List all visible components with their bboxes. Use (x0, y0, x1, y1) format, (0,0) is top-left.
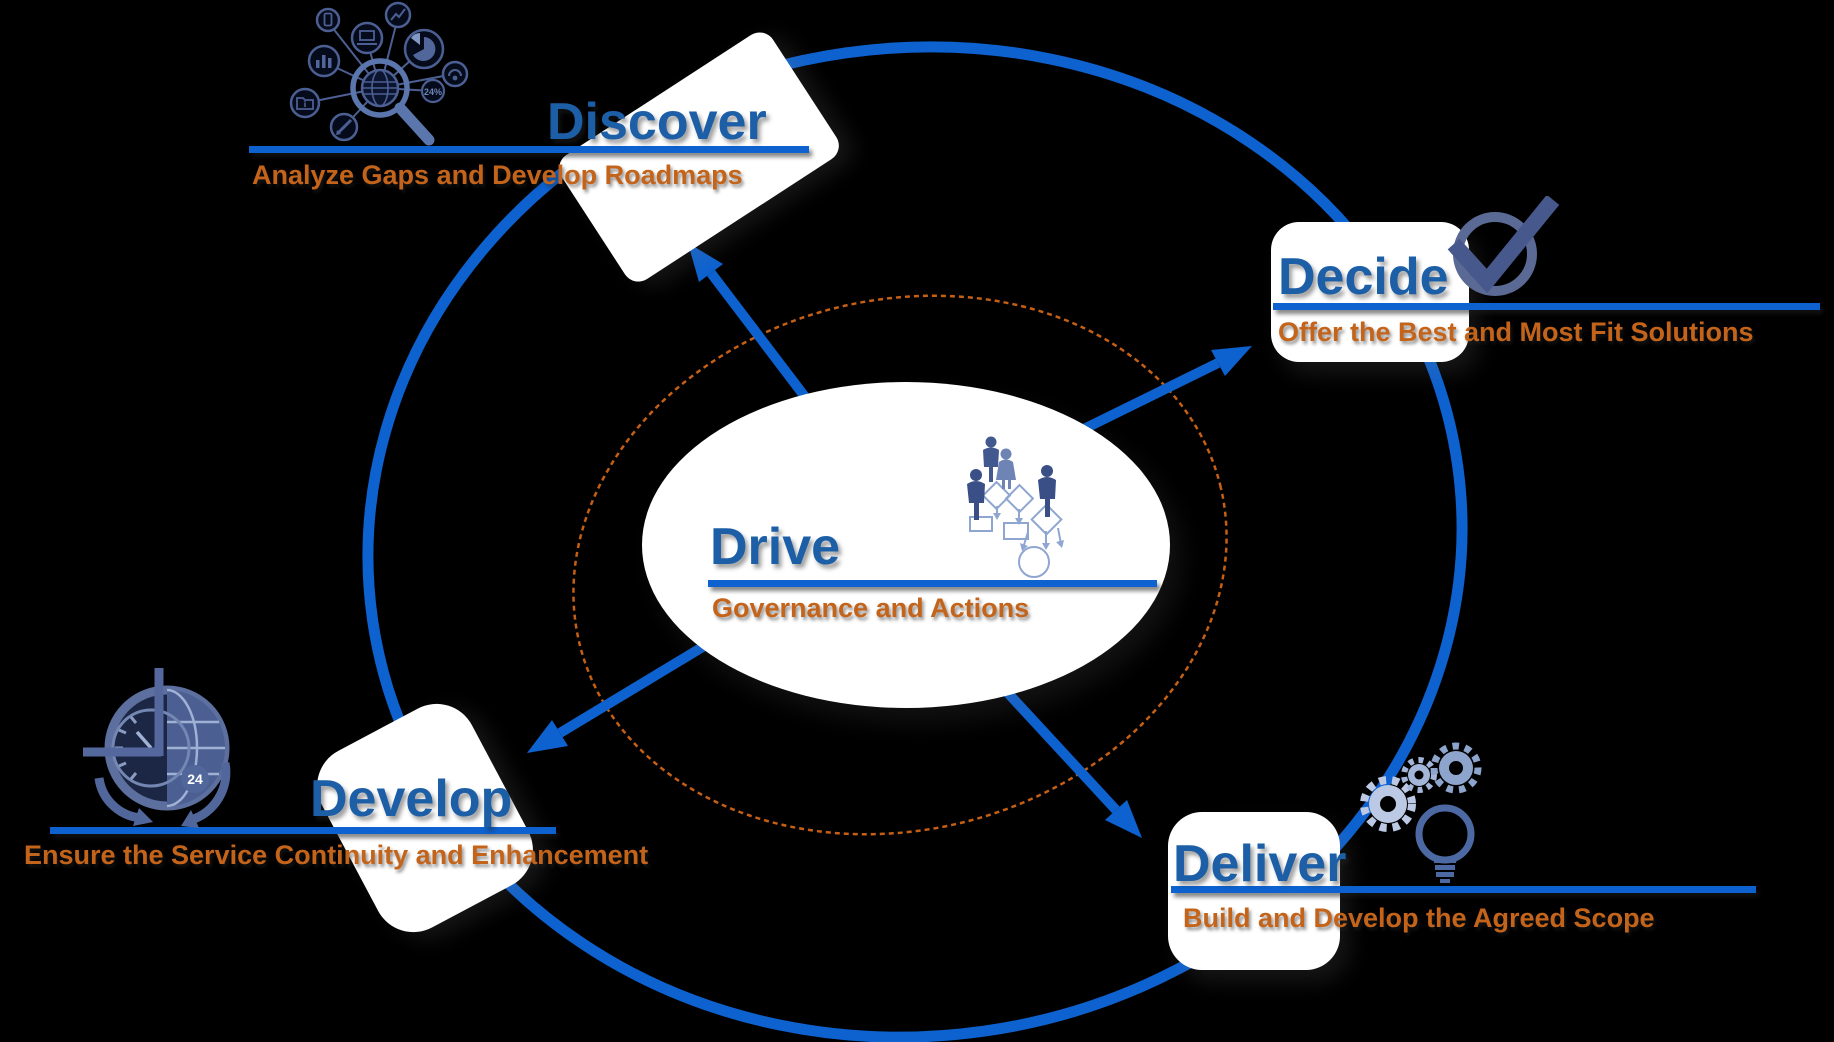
check-mark (1447, 196, 1560, 294)
people-flowchart-icon (967, 436, 1064, 578)
service-continuity-24-icon: 24 (83, 668, 231, 828)
globe-magnifier-icon (350, 58, 435, 146)
develop-subtitle: Ensure the Service Continuity and Enhanc… (24, 840, 649, 870)
person-figure-female (996, 448, 1016, 489)
flowchart-shapes (969, 480, 1063, 578)
deliver-underline (1171, 886, 1756, 893)
outer-cycle-ring (362, 41, 1468, 1042)
badge-24-label: 24 (187, 771, 203, 787)
gear-large-light (1360, 776, 1416, 832)
decide-title: Decide (1278, 248, 1449, 306)
gear-small (1401, 757, 1437, 793)
magnifier-handle (394, 102, 435, 146)
drive-subtitle: Governance and Actions (712, 593, 1030, 623)
discover-subtitle: Analyze Gaps and Develop Roadmaps (252, 160, 743, 190)
cycle-arrow-right (189, 762, 231, 825)
deliver-subtitle: Build and Develop the Agreed Scope (1183, 903, 1655, 933)
people-figures (967, 436, 1056, 520)
gear-medium (1430, 742, 1482, 794)
analysis-network-icon: 24% i (289, 1, 469, 146)
person-figure (983, 436, 999, 482)
develop-title: Develop (310, 770, 513, 828)
develop-underline (50, 827, 556, 834)
percent-badge-label: 24% (424, 87, 442, 97)
person-figure (967, 469, 985, 520)
drive-title: Drive (710, 518, 841, 576)
decide-card (1271, 222, 1469, 362)
deliver-title: Deliver (1173, 835, 1347, 893)
drive-underline (708, 580, 1157, 587)
flowchart-arrowheads (993, 513, 1064, 551)
decide-subtitle: Offer the Best and Most Fit Solutions (1278, 317, 1754, 347)
arrow-to-discover-head (688, 243, 723, 282)
clock-hand (135, 730, 153, 750)
mobile-icon (315, 7, 341, 33)
percent-badge-icon (420, 78, 446, 104)
laptop-icon (350, 21, 384, 55)
headset-icon (441, 60, 469, 88)
clock-ticks (115, 716, 138, 780)
discover-underline (249, 146, 809, 153)
person-figure (1038, 465, 1056, 517)
discover-title: Discover (547, 93, 767, 151)
badge-24 (181, 765, 209, 793)
folder-info-label: i (304, 100, 306, 109)
arrow-to-decide-head (1211, 346, 1252, 376)
folder-info-icon (289, 87, 321, 119)
checkmark-icon (1447, 196, 1560, 296)
lightbulb (1415, 804, 1475, 883)
arrow-to-develop-head (527, 720, 568, 753)
decide-underline (1273, 303, 1820, 310)
arrow-to-deliver-head (1105, 800, 1142, 838)
drive-center-ellipse (642, 382, 1170, 708)
cycle-arrow-left (94, 777, 144, 823)
inner-orbit-dashed-ellipse (572, 294, 1228, 836)
gears-lightbulb-icon (1360, 742, 1482, 883)
